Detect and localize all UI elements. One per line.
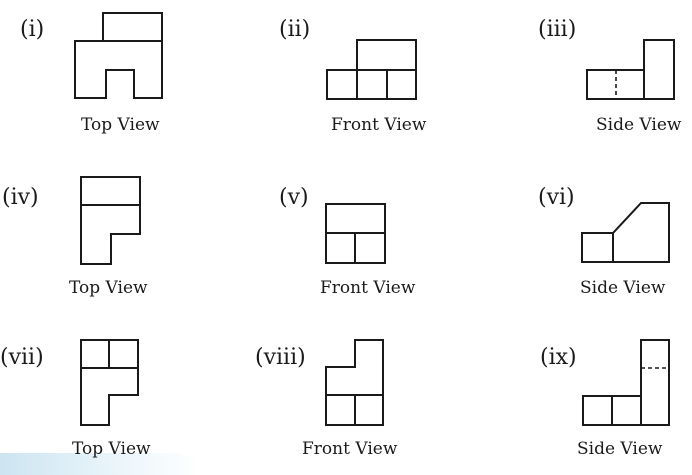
figure-number-9: (ix) [540,345,577,370]
figure-number-4: (iv) [2,185,39,210]
background-wash [0,453,200,475]
front-view-drawing-2 [326,39,417,100]
top-view-drawing-7 [80,339,139,426]
side-view-drawing-3 [586,39,675,100]
figure-caption-1: Top View [81,115,160,135]
figure-number-8: (viii) [255,345,306,370]
top-view-drawing-1 [74,12,163,99]
front-view-drawing-5 [325,203,386,264]
figure-caption-8: Front View [302,439,398,459]
figure-number-3: (iii) [538,17,577,42]
side-view-drawing-6 [581,202,670,263]
figure-caption-9: Side View [577,439,663,459]
figure-caption-2: Front View [331,115,427,135]
figure-number-5: (v) [279,185,309,210]
figure-caption-6: Side View [580,278,666,298]
figure-caption-3: Side View [596,115,682,135]
figure-caption-7: Top View [72,439,151,459]
figure-caption-4: Top View [69,278,148,298]
side-view-drawing-9 [582,339,670,426]
figure-number-6: (vi) [538,185,575,210]
figure-number-7: (vii) [0,345,44,370]
figure-caption-5: Front View [320,278,416,298]
front-view-drawing-8 [325,339,384,426]
top-view-drawing-4 [80,176,141,265]
figure-number-2: (ii) [279,17,311,42]
figure-number-1: (i) [20,17,45,42]
